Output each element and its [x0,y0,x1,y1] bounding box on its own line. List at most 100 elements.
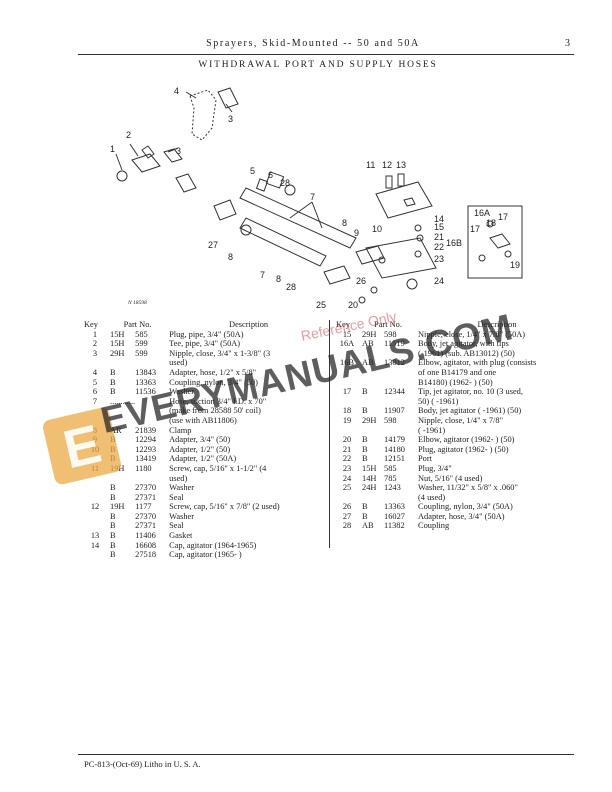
part-description: B14180) (1962- ) (50) [418,377,493,387]
col-key: Key [84,320,98,329]
part-number: 12151 [384,454,405,464]
part-description: Plug, pipe, 3/4" (50A) [169,329,244,339]
part-number: 27371 [135,521,157,531]
callout-28-lower: 28 [286,282,296,292]
callout-25: 26 [356,276,366,286]
part-number: 27370 [135,483,157,493]
part-prefix: B [362,406,368,416]
page-number: 3 [565,38,570,49]
part-description: Adapter, 3/4" (50) [169,435,231,445]
part-key [336,426,358,436]
part-key: 13 [90,531,100,541]
callout-17b: 17 [470,224,480,234]
part-number [384,397,418,407]
callout-11: 11 [366,160,375,170]
part-description: Washer, 11/32" x 5/8" x .060" [418,483,518,493]
callout-3-upper: 3 [228,114,233,124]
part-prefix: B [110,367,116,377]
part-description: Hose, suction 3/4" I.D. x 70" [169,396,267,406]
part-description: used) [169,473,188,483]
parts-row: (4 used) [336,493,576,503]
part-key: 21 [342,444,352,454]
callout-10: 10 [372,224,382,234]
leader [225,103,233,113]
part-number [384,493,418,503]
callout-9: 9 [354,228,359,238]
leader [289,201,313,219]
callout-14: 14 [434,214,444,224]
part-prefix [106,358,135,368]
part-description: Seal [169,521,184,531]
jet-tip [504,250,512,258]
part-number: 11382 [384,521,405,531]
part-prefix: 29H [362,329,377,339]
part-description: Coupling [418,521,450,531]
part-key: 6 [92,387,98,397]
part-number [384,426,418,436]
callout-23: 24 [434,276,444,286]
callout-3: 3 [176,146,181,156]
col-key: Key [336,320,350,329]
part-description: Adapter, 1/2" (50) [169,444,231,454]
part-description: 50) ( -1961) [418,396,459,406]
part-prefix: AR [110,425,122,435]
tee-fitting-upper [189,89,217,141]
part-number: 12293 [135,444,157,454]
part-key: 16B [340,358,354,368]
washer-part [255,178,269,192]
screw-part [397,173,405,187]
part-description: Elbow, agitator (1962- ) (50) [418,435,515,445]
part-number: 785 [384,473,397,483]
part-prefix: 29H [110,348,125,358]
part-description: Screw, cap, 5/16" x 1-1/2" (4 [169,463,267,473]
part-number [384,378,418,388]
part-description: Port [418,454,432,464]
callout-19: 19 [510,260,520,270]
part-prefix: 19H [110,502,125,512]
part-number: 585 [135,329,148,339]
part-key: 5 [92,377,98,387]
part-key: 23 [342,463,352,473]
elbow-20 [416,234,424,242]
part-prefix [358,426,384,436]
part-number: 13843 [135,367,157,377]
figure-id: N 18598 [128,300,147,306]
part-description: Nipple, close, 3/4" x 1-3/8" (3 [169,348,271,358]
col-description: Description [229,320,269,329]
screw-part [385,175,393,189]
section-title: WITHDRAWAL PORT AND SUPPLY HOSES [198,60,438,70]
part-number: 599 [135,339,148,349]
leader [129,143,139,157]
adapter-part [323,265,351,285]
part-description: Adapter, 1/2" (50A) [169,454,237,464]
part-number: 11406 [135,531,156,541]
part-key: 16A [339,339,355,349]
part-prefix: B [110,550,116,560]
part-description: Elbow, agitator, with plug (consists [418,358,537,368]
part-prefix: 24H [362,483,377,493]
callout-4: 4 [174,86,179,96]
callout-17: 17 [498,212,508,222]
part-prefix: AB [362,339,374,349]
part-description: Coupling, nylon, 3/4" (50A) [418,502,513,512]
part-key [336,493,358,503]
part-description: Body, jet agitator ( -1961) (50) [418,406,522,416]
part-description: of one B14179 and one [418,367,497,377]
part-key: 14 [90,540,100,550]
part-description: Adapter, hose, 1/2" x 5/8" [169,367,257,377]
part-number: 1177 [135,502,152,512]
part-key: 24 [342,473,352,483]
part-description: Body, jet agitator, with tips [418,339,509,349]
col-description: Description [477,320,517,329]
port-plate [365,237,437,279]
